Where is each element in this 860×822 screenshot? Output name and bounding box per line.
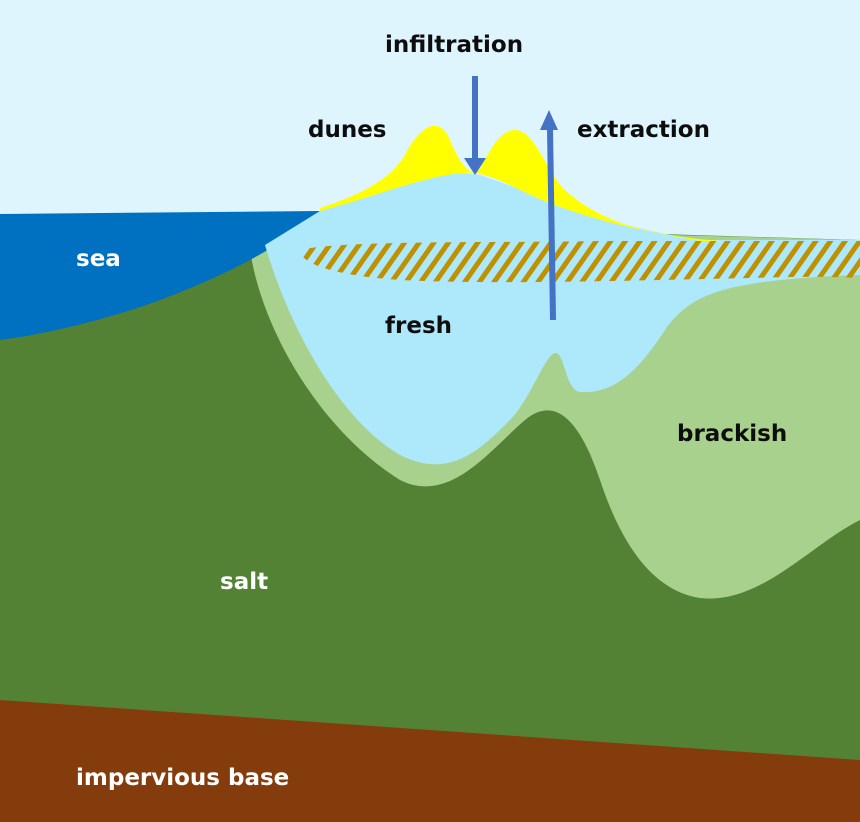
extraction-label: extraction: [577, 117, 710, 143]
clay-layer: [300, 241, 860, 283]
brackish-label: brackish: [677, 421, 787, 447]
sea-label: sea: [76, 246, 121, 272]
fresh-label: fresh: [385, 313, 452, 339]
dunes: [320, 125, 740, 242]
sea: [0, 211, 320, 340]
extraction-arrow: [540, 110, 558, 320]
infiltration-label: infiltration: [385, 32, 523, 58]
infiltration-arrow: [464, 76, 486, 175]
dunes-label: dunes: [308, 117, 387, 143]
impervious-base-label: impervious base: [76, 765, 289, 791]
salt-label: salt: [220, 569, 268, 595]
impervious-base: [0, 700, 860, 822]
